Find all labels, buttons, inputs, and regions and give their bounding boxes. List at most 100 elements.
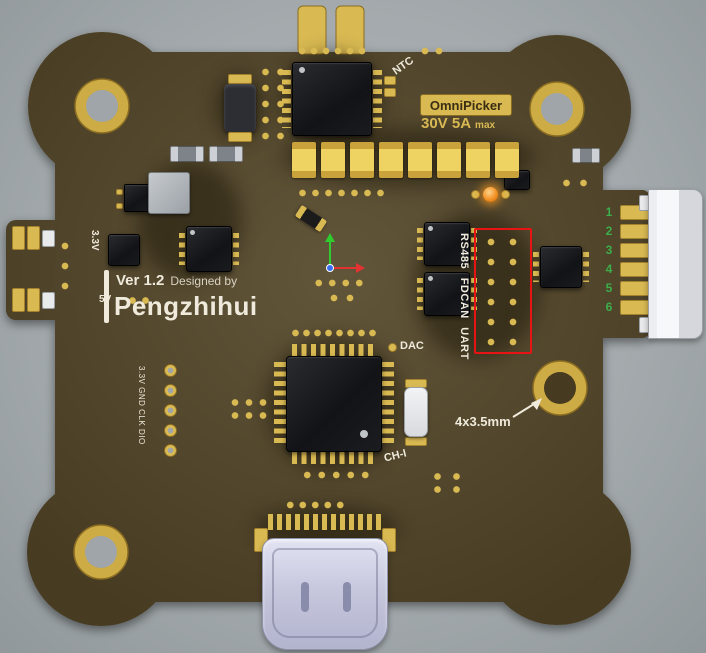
qfn-pins bbox=[417, 278, 423, 310]
pin1-marker bbox=[299, 67, 305, 73]
silk-divider-bar bbox=[104, 270, 109, 323]
solder-pad-grid bbox=[126, 294, 152, 307]
status-led-orange bbox=[483, 187, 498, 202]
capacitor bbox=[292, 142, 316, 178]
capacitor bbox=[321, 142, 345, 178]
solder-pad-grid bbox=[228, 396, 268, 422]
prog-via bbox=[164, 444, 177, 457]
mcu-chip bbox=[286, 356, 382, 452]
regulator-chip bbox=[108, 234, 140, 266]
dac-label: DAC bbox=[400, 340, 424, 352]
qfn-pins bbox=[179, 233, 185, 265]
solder-pad-grid bbox=[258, 64, 288, 144]
rating-value: 30V 5A bbox=[421, 115, 472, 132]
usb-shell-seam bbox=[272, 548, 378, 638]
pin-number: 4 bbox=[605, 262, 613, 276]
interface-annotation-box bbox=[474, 228, 532, 354]
brand-badge: OmniPicker bbox=[420, 94, 512, 116]
solder-pad-grid bbox=[300, 468, 372, 482]
solder-pad-grid bbox=[418, 44, 446, 58]
resistor bbox=[572, 148, 600, 163]
mounting-hole-bottom-left bbox=[85, 536, 117, 568]
mcu-pins-top bbox=[292, 344, 376, 356]
pin-number: 5 bbox=[605, 281, 613, 295]
hole-spec-arrow bbox=[512, 398, 542, 418]
mounting-holes bbox=[73, 78, 588, 580]
qfn-pins bbox=[583, 252, 589, 282]
mcu-pins-bottom bbox=[292, 452, 376, 464]
resistor bbox=[170, 146, 204, 162]
qfn-pins bbox=[233, 233, 239, 265]
rating-note: max bbox=[475, 120, 496, 131]
dac-pad bbox=[388, 343, 397, 352]
hole-spec-label: 4x3.5mm bbox=[455, 414, 511, 429]
prog-via bbox=[164, 384, 177, 397]
prog-via bbox=[164, 364, 177, 377]
pin-number: 3 bbox=[605, 243, 613, 257]
prog-via bbox=[164, 404, 177, 417]
pin-number: 1 bbox=[605, 205, 613, 219]
solder-pad-grid bbox=[326, 292, 358, 304]
qfn-pins bbox=[417, 228, 423, 260]
axis-y-arrowhead bbox=[325, 233, 335, 242]
usb-shell-slot bbox=[301, 582, 309, 612]
origin-marker bbox=[325, 233, 365, 273]
solder-pad-grid bbox=[56, 236, 74, 296]
pin-number: 6 bbox=[605, 300, 613, 314]
version-line: Ver 1.2 Designed by bbox=[116, 272, 237, 289]
crystal-oscillator bbox=[404, 387, 428, 437]
version-label: Ver 1.2 bbox=[116, 272, 165, 289]
main-ic-pins-right bbox=[373, 70, 382, 128]
mounting-hole-bottom-right bbox=[544, 372, 576, 404]
prog-via bbox=[164, 424, 177, 437]
mcu-pins-left bbox=[274, 362, 286, 446]
capacitor bbox=[379, 142, 403, 178]
solder-pad-grid bbox=[296, 186, 388, 200]
side-led-pad bbox=[27, 288, 40, 312]
solder-pad-grid bbox=[428, 470, 468, 496]
rating-label: 30V 5A max bbox=[421, 115, 495, 132]
mounting-hole-top-right bbox=[541, 93, 573, 125]
capacitor bbox=[466, 142, 490, 178]
solder-pad bbox=[471, 190, 480, 199]
usb-shell-slot bbox=[343, 582, 351, 612]
axis-x-arrowhead bbox=[356, 263, 365, 273]
qfn-pins bbox=[533, 252, 539, 282]
capacitor bbox=[437, 142, 461, 178]
origin-point bbox=[326, 264, 334, 272]
main-ic bbox=[292, 62, 372, 136]
solder-pad-grid bbox=[284, 498, 346, 512]
pin1-marker bbox=[428, 276, 433, 281]
resistor bbox=[209, 146, 243, 162]
solder-pad bbox=[501, 190, 510, 199]
metal-can-component bbox=[148, 172, 190, 214]
transceiver-chip bbox=[424, 222, 470, 266]
side-led-pad bbox=[12, 288, 25, 312]
capacitor bbox=[495, 142, 519, 178]
pin1-marker bbox=[190, 230, 195, 235]
side-led-pad bbox=[27, 226, 40, 250]
mcu-pins-right bbox=[382, 362, 394, 446]
mounting-hole-top-left bbox=[86, 90, 118, 122]
side-led-pad bbox=[12, 226, 25, 250]
capacitor bbox=[350, 142, 374, 178]
crystal-pad bbox=[405, 437, 427, 446]
side-led bbox=[42, 292, 55, 309]
connector-driver-chip bbox=[540, 246, 582, 288]
solder-pad-grid bbox=[290, 326, 378, 340]
solder-pad bbox=[228, 132, 252, 142]
solder-pad bbox=[116, 203, 123, 209]
rail-3v3-label: 3.3V bbox=[89, 230, 100, 251]
capacitor bbox=[408, 142, 432, 178]
pin-numbers: 1 2 3 4 5 6 bbox=[602, 203, 616, 317]
interface-pad-grid bbox=[480, 232, 524, 350]
solder-pad bbox=[116, 189, 123, 195]
mcu-pin1-marker bbox=[360, 430, 368, 438]
jst-connector-housing bbox=[648, 189, 703, 339]
ntc-thermistor-pad bbox=[384, 76, 396, 85]
pin1-marker bbox=[428, 226, 433, 231]
solder-pad-grid bbox=[312, 276, 366, 290]
capacitor-bank bbox=[292, 142, 519, 178]
solder-pad-grid bbox=[296, 44, 368, 58]
